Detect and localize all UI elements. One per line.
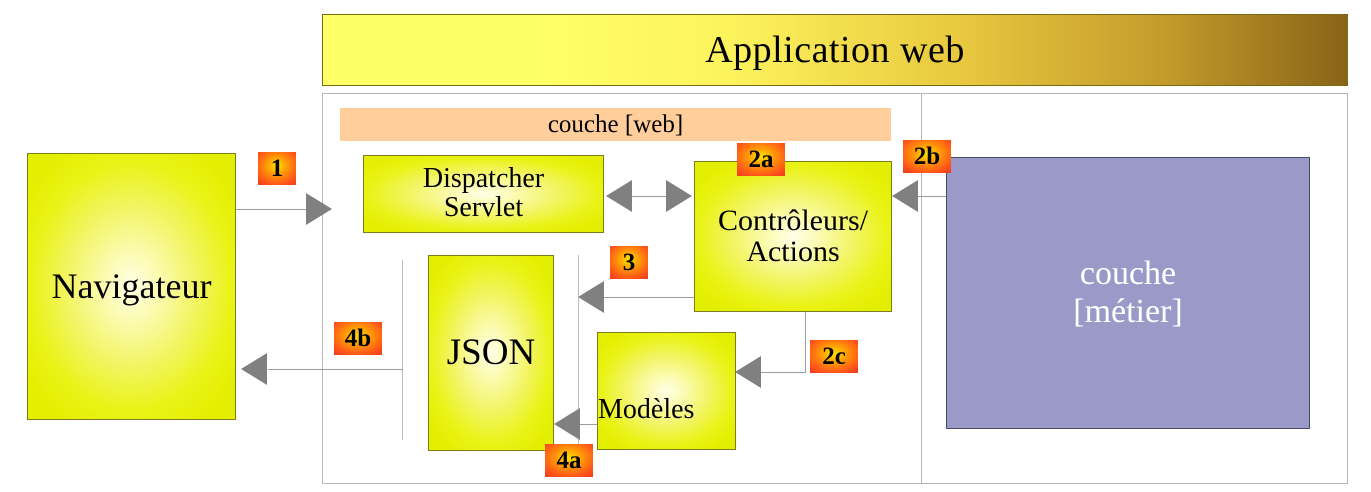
arrowhead-step-2a-right — [666, 180, 692, 212]
arrowhead-step-4b — [241, 353, 267, 385]
node-json[interactable]: JSON — [428, 255, 554, 451]
step-badge-4a-label: 4a — [556, 447, 582, 474]
node-controleurs-actions-label: Contrôleurs/ Actions — [718, 203, 868, 268]
line-step-4b — [268, 369, 403, 370]
couche-web-bar: couche [web] — [340, 108, 891, 141]
node-modeles-label: Modèles — [598, 394, 695, 426]
couche-web-label: couche [web] — [547, 110, 684, 138]
node-couche-metier-label: couche [métier] — [1073, 255, 1183, 331]
banner-title: Application web — [705, 29, 965, 71]
step-badge-2c-label: 2c — [822, 343, 846, 370]
controleurs-line-1: Contrôleurs/ — [718, 203, 868, 237]
return-rail-right — [578, 255, 579, 455]
dispatcher-line-1: Dispatcher — [422, 163, 545, 195]
step-badge-2c: 2c — [810, 340, 858, 373]
node-controleurs-actions[interactable]: Contrôleurs/ Actions — [694, 161, 892, 312]
return-rail-left — [402, 260, 403, 440]
line-step-2c-horizontal — [757, 372, 806, 373]
metier-line-2: [métier] — [1073, 293, 1183, 330]
arrowhead-step-1 — [306, 193, 332, 225]
arrowhead-step-2c — [735, 356, 761, 388]
line-step-2a — [624, 196, 676, 197]
application-web-banner: Application web — [322, 14, 1348, 86]
node-modeles[interactable]: Modèles — [597, 332, 736, 450]
step-badge-4b: 4b — [334, 322, 382, 355]
dispatcher-line-2: Servlet — [443, 192, 524, 223]
node-json-label: JSON — [446, 331, 536, 373]
node-couche-metier[interactable]: couche [métier] — [946, 157, 1310, 429]
step-badge-1: 1 — [258, 152, 296, 185]
step-badge-2a-label: 2a — [748, 146, 774, 173]
arrowhead-step-2a-left — [606, 180, 632, 212]
node-navigateur[interactable]: Navigateur — [27, 153, 236, 420]
node-navigateur-label: Navigateur — [51, 265, 212, 306]
step-badge-4b-label: 4b — [344, 325, 372, 352]
line-step-1 — [236, 209, 308, 210]
step-badge-1-label: 1 — [270, 155, 284, 182]
arrowhead-step-4a — [554, 408, 580, 440]
arrowhead-step-3 — [578, 281, 604, 313]
step-badge-2b: 2b — [903, 140, 951, 173]
step-badge-3: 3 — [610, 246, 648, 279]
arrowhead-step-2b-left — [892, 180, 918, 212]
controleurs-line-2: Actions — [746, 234, 840, 268]
line-step-2c-vertical — [805, 312, 806, 373]
node-dispatcher-servlet[interactable]: Dispatcher Servlet — [363, 155, 604, 233]
line-step-3 — [596, 297, 694, 298]
metier-line-1: couche — [1079, 254, 1177, 292]
step-badge-2b-label: 2b — [913, 143, 941, 170]
step-badge-4a: 4a — [545, 444, 593, 477]
step-badge-2a: 2a — [737, 143, 785, 176]
step-badge-3-label: 3 — [622, 249, 636, 276]
node-dispatcher-servlet-label: Dispatcher Servlet — [422, 163, 545, 223]
layer-divider — [921, 94, 922, 483]
